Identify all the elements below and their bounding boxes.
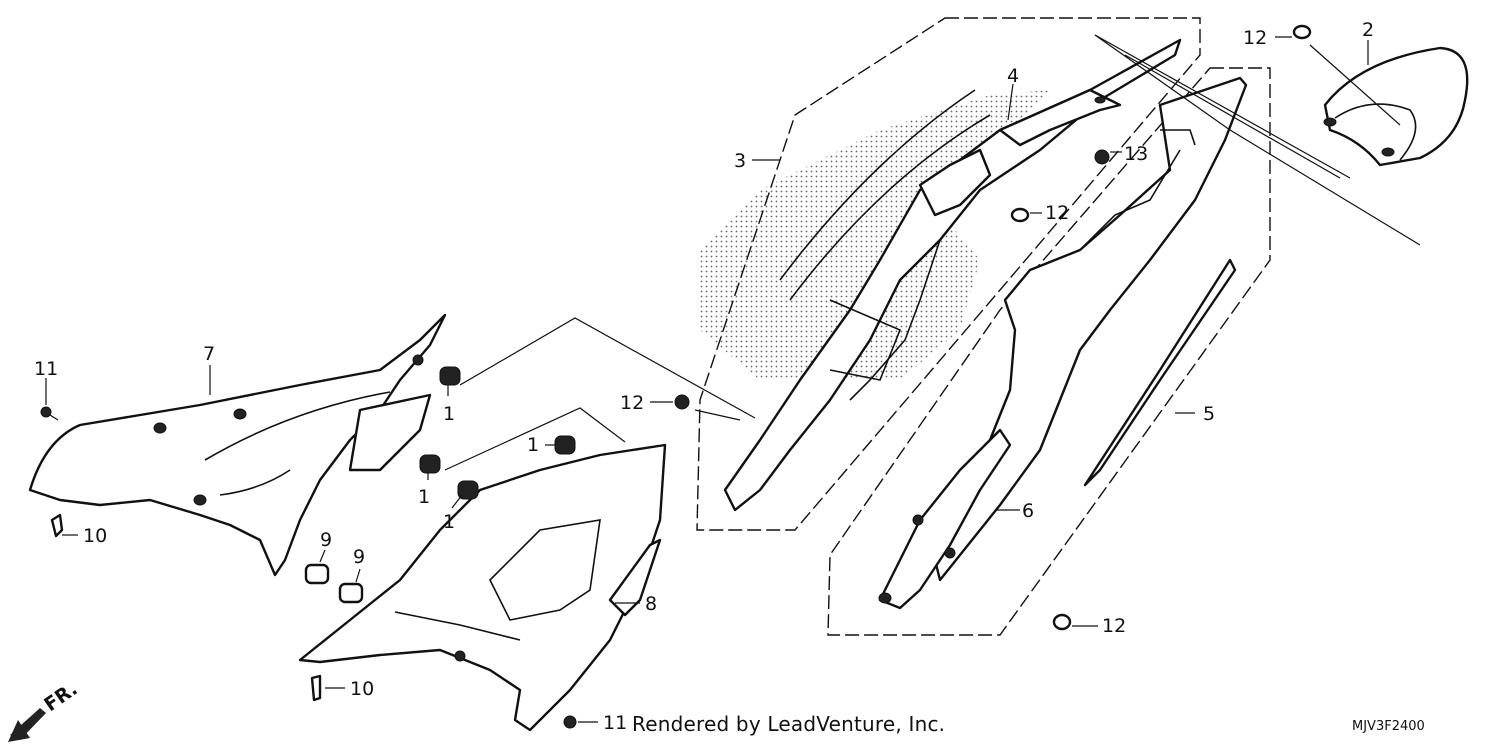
grommet-1c[interactable] <box>419 454 441 474</box>
callout-12d: 12 <box>1102 615 1126 637</box>
callout-12b: 12 <box>1045 202 1069 224</box>
grommet-1d[interactable] <box>457 480 479 500</box>
callout-11b: 11 <box>603 712 627 734</box>
group-outline-5 <box>827 67 1271 636</box>
callout-11a: 11 <box>34 358 58 380</box>
bolt-12b[interactable] <box>1010 207 1030 223</box>
screw-11b[interactable] <box>563 715 577 729</box>
part-5-rear-side-cowl[interactable] <box>933 76 1248 582</box>
callout-8: 8 <box>645 593 657 615</box>
bolt-12d[interactable] <box>1052 613 1072 631</box>
collar-9a[interactable] <box>304 563 330 585</box>
bolt-12a[interactable] <box>1292 24 1312 40</box>
callout-1b: 1 <box>527 434 539 456</box>
front-direction-arrow: FR. <box>8 678 82 742</box>
part-4-bracket[interactable] <box>998 88 1122 147</box>
group-outline-3 <box>696 17 1201 531</box>
callout-5: 5 <box>1203 403 1215 425</box>
nut-13[interactable] <box>1094 149 1110 165</box>
callout-6: 6 <box>1022 500 1034 522</box>
direction-label: FR. <box>40 678 81 716</box>
callout-1d: 1 <box>443 511 455 533</box>
clip-10b[interactable] <box>310 674 322 702</box>
callout-1a: 1 <box>443 403 455 425</box>
callout-3: 3 <box>734 150 746 172</box>
grommet-1a[interactable] <box>439 366 461 386</box>
callout-10a: 10 <box>83 525 107 547</box>
footer-credit: Rendered by LeadVenture, Inc. <box>632 712 946 736</box>
clip-10a[interactable] <box>50 513 64 538</box>
callout-12a: 12 <box>1243 27 1267 49</box>
callout-4: 4 <box>1007 65 1019 87</box>
part-2-seat-cowl[interactable] <box>1323 46 1469 167</box>
callout-10b: 10 <box>350 678 374 700</box>
part-6-lower-panel[interactable] <box>878 428 1012 610</box>
callout-2: 2 <box>1362 19 1374 41</box>
callout-13: 13 <box>1124 143 1148 165</box>
collar-9b[interactable] <box>338 582 364 604</box>
callout-12c: 12 <box>620 392 644 414</box>
callout-7: 7 <box>203 343 215 365</box>
bolt-12c[interactable] <box>674 394 690 410</box>
grommet-1b[interactable] <box>554 435 576 455</box>
callout-1c: 1 <box>418 486 430 508</box>
part-8-side-cover[interactable] <box>298 443 667 732</box>
callout-9b: 9 <box>353 546 365 568</box>
leader-lines <box>45 34 1421 723</box>
part-3-rear-cover[interactable] <box>723 38 1182 512</box>
part-7-side-cover[interactable] <box>28 313 447 577</box>
callout-9a: 9 <box>320 529 332 551</box>
diagram-code: MJV3F2400 <box>1352 719 1425 734</box>
screw-11a[interactable] <box>40 406 59 421</box>
